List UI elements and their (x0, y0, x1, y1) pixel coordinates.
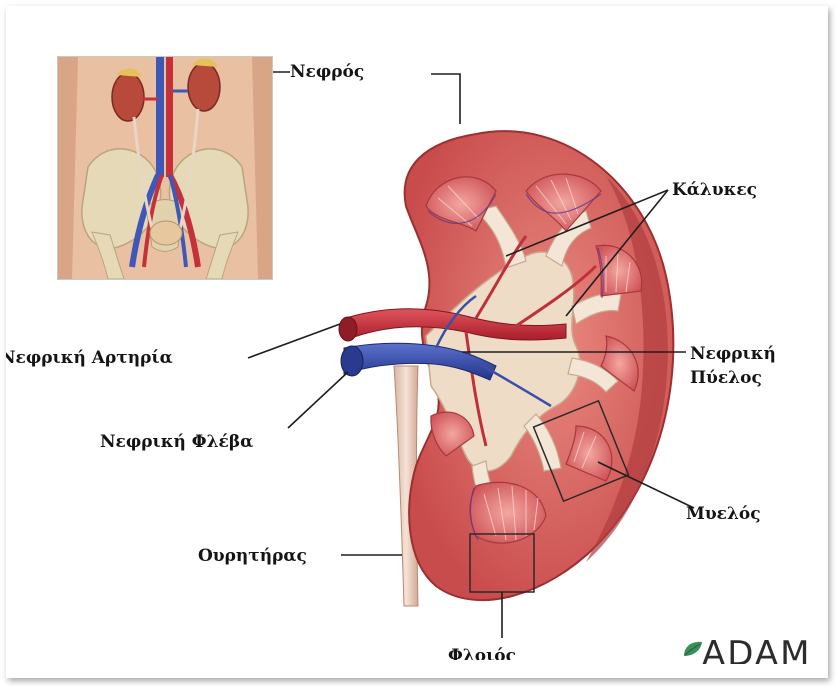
label-cortex: Φλοιός (448, 646, 516, 660)
label-ureter: Ουρητήρας (198, 546, 307, 566)
renal-vein-opening (341, 346, 363, 376)
adam-logo: ADAM (682, 634, 828, 664)
label-renal-pelvis-line1: Νεφρική (690, 342, 776, 366)
label-renal-pelvis: Νεφρική Πύελος (690, 342, 776, 390)
body-inset-illustration (58, 57, 272, 279)
label-calyces: Κάλυκες (672, 180, 757, 200)
label-cortex-clip: Φλοιός (436, 646, 556, 660)
label-renal-pelvis-line2: Πύελος (690, 366, 776, 390)
logo-text: ADAM (702, 634, 811, 664)
diagram-frame: Νεφρός Κάλυκες Νεφρική Αρτηρία Νεφρική Π… (6, 6, 828, 678)
label-renal-artery: Νεφρική Αρτηρία (6, 348, 173, 368)
label-renal-vein: Νεφρική Φλέβα (100, 432, 253, 452)
body-inset-image (57, 56, 273, 280)
leaf-icon (682, 640, 704, 658)
renal-artery-opening (339, 317, 357, 341)
label-medulla: Μυελός (686, 504, 761, 524)
label-kidney: Νεφρός (290, 62, 364, 82)
